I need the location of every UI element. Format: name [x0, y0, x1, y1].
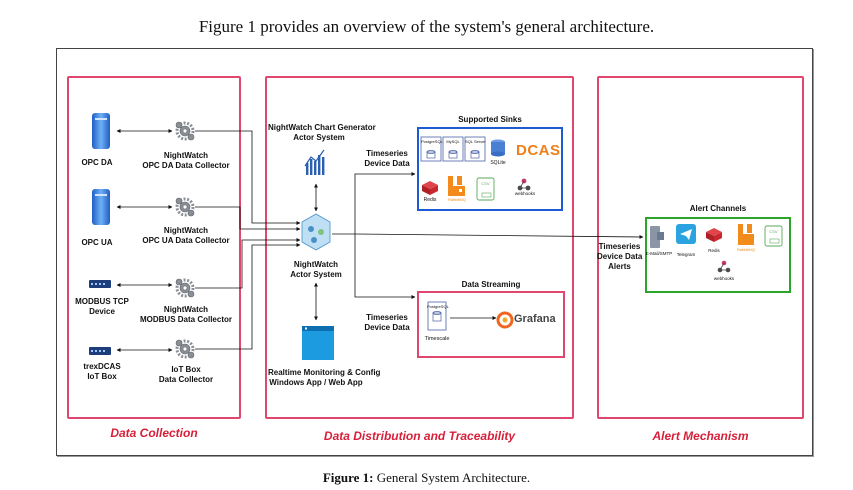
- chart-generator-icon: [304, 149, 325, 175]
- sqlite-icon: [491, 139, 505, 157]
- webhooks-icon: [517, 178, 531, 191]
- alert-webhooks-icon: [717, 260, 731, 273]
- link-actor-alerts: [354, 233, 644, 239]
- alert-redis-label: Redis: [708, 248, 720, 253]
- grafana-icon: [496, 311, 514, 329]
- opc-ua-server-icon: [92, 189, 110, 225]
- intro-text: Figure 1 provides an overview of the sys…: [198, 17, 655, 36]
- sink-postgres-tag: PostgreSQL: [421, 139, 443, 144]
- opc-da-server-icon: [92, 113, 110, 149]
- email-smtp-label: E-Mail/SMTP: [645, 251, 673, 256]
- redis-icon: [422, 181, 438, 195]
- alert-webhooks-label: webhooks: [713, 276, 735, 281]
- gear-icon-modbus: [175, 278, 195, 298]
- link-actor-sinks: [354, 172, 416, 234]
- redis-label: Redis: [423, 197, 437, 203]
- sink-mysql-tag: MySQL: [446, 139, 460, 144]
- link-opc-ua-actor: [195, 206, 301, 231]
- data-collection-panel: [67, 76, 241, 419]
- streaming-postgres-tag: PostgreSQL: [427, 304, 449, 309]
- opc-da-label: OPC DA: [81, 158, 113, 167]
- alert-csv-label: CSV: [769, 229, 778, 234]
- dcas-logo: DCAS: [516, 142, 561, 159]
- grafana-label: Grafana: [514, 313, 556, 325]
- section-title-alerts: Alert Mechanism: [652, 429, 749, 443]
- monitoring-app-icon: [302, 326, 334, 360]
- telegram-icon: [676, 224, 696, 244]
- figure-caption: Figure 1: General System Architecture.: [0, 470, 853, 486]
- data-streaming-box: [417, 291, 565, 358]
- alert-rabbitmq-icon: [738, 224, 754, 245]
- email-smtp-icon: [650, 226, 664, 248]
- alert-csv-icon: [764, 225, 783, 247]
- caption-label: Figure 1:: [322, 470, 374, 485]
- sink-db-icons: [420, 136, 486, 162]
- alert-channels-title: Alert Channels: [689, 204, 747, 213]
- csv-icon: [476, 177, 495, 201]
- alert-redis-icon: [706, 228, 722, 242]
- timescale-label: Timescale: [424, 336, 450, 342]
- csv-label: CSV: [481, 181, 490, 186]
- timescale-db-icon: [427, 301, 447, 331]
- supported-sinks-box: [417, 127, 563, 211]
- telegram-label: Telegram: [676, 252, 696, 257]
- alert-channels-box: [645, 217, 791, 293]
- sinks-title: Supported Sinks: [458, 115, 522, 124]
- webhooks-label: webhooks: [514, 191, 536, 196]
- streaming-title: Data Streaming: [461, 280, 521, 289]
- sink-sqlserver-tag: SQL Server: [465, 139, 486, 144]
- gear-icon-opc-ua: [175, 197, 195, 217]
- section-title-collection: Data Collection: [110, 426, 198, 440]
- modbus-device-icon: [89, 280, 111, 288]
- rabbitmq-icon: [448, 176, 465, 196]
- gear-icon-opc-da: [175, 121, 195, 141]
- actor-system-icon: [301, 213, 331, 251]
- section-title-distribution: Data Distribution and Traceability: [323, 429, 516, 443]
- rabbitmq-label: RabbitMQ: [447, 197, 466, 202]
- data-distribution-panel: [265, 76, 574, 419]
- diagram-frame: [56, 48, 813, 456]
- alert-rabbitmq-label: RabbitMQ: [736, 247, 755, 252]
- caption-text: General System Architecture.: [373, 470, 531, 485]
- alert-mechanism-panel: [597, 76, 804, 419]
- link-iot-actor: [195, 243, 301, 350]
- sqlite-label: SQLite: [490, 160, 506, 166]
- gear-icon-iot: [175, 339, 195, 359]
- link-actor-streaming: [354, 234, 416, 299]
- opc-ua-label: OPC UA: [81, 238, 113, 247]
- link-modbus-actor: [195, 238, 301, 289]
- link-opc-da-actor: [195, 130, 301, 225]
- iot-box-icon: [89, 347, 111, 355]
